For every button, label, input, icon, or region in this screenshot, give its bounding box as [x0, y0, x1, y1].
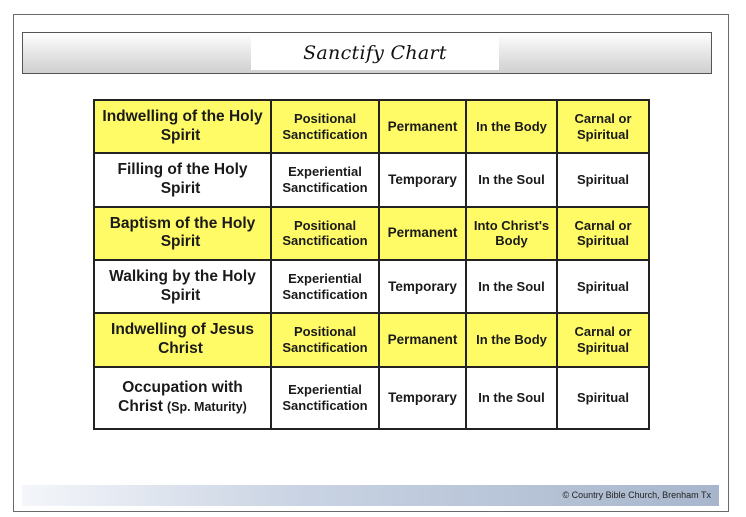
sanctification-cell: Experiential Sanctification [270, 365, 380, 431]
subject-text: Baptism of the Holy Spirit [109, 214, 256, 251]
duration-cell: Permanent [378, 98, 467, 155]
subject-cell: Indwelling of the Holy Spirit [93, 98, 272, 155]
duration-cell: Temporary [378, 365, 467, 431]
duration-cell: Temporary [378, 152, 467, 208]
condition-cell: Carnal or Spiritual [556, 98, 650, 155]
duration-cell: Permanent [378, 312, 467, 368]
condition-cell: Carnal or Spiritual [556, 205, 650, 261]
subject-cell: Baptism of the Holy Spirit [93, 205, 272, 261]
sanctification-cell: Experiential Sanctification [270, 152, 380, 208]
duration-cell: Permanent [378, 205, 467, 261]
duration-cell: Temporary [378, 258, 467, 315]
subject-text: Filling of the Holy Spirit [117, 161, 248, 197]
subject-cell: Walking by the Holy Spirit [93, 258, 272, 315]
condition-cell: Carnal or Spiritual [556, 312, 650, 368]
condition-cell: Spiritual [556, 152, 650, 208]
table-row: Filling of the Holy Spirit Experiential … [93, 152, 650, 208]
sanctify-table: Indwelling of the Holy Spirit Positional… [93, 98, 650, 431]
sanctification-cell: Positional Sanctification [270, 205, 380, 261]
table-row: Indwelling of Jesus Christ Positional Sa… [93, 312, 650, 368]
location-cell: Into Christ's Body [465, 205, 558, 261]
table-row: Walking by the Holy Spirit Experiential … [93, 258, 650, 315]
title-box: Sanctify Chart [251, 36, 499, 70]
subject-text: Walking by the Holy Spirit [109, 268, 256, 304]
sanctification-cell: Positional Sanctification [270, 98, 380, 155]
copyright-text: © Country Bible Church, Brenham Tx [562, 490, 711, 500]
location-cell: In the Soul [465, 152, 558, 208]
subject-cell: Indwelling of Jesus Christ [93, 312, 272, 368]
subject-text: Occupation with Christ [118, 379, 243, 415]
table-row: Indwelling of the Holy Spirit Positional… [93, 98, 650, 155]
subject-text: Indwelling of Jesus Christ [111, 321, 254, 357]
location-cell: In the Soul [465, 365, 558, 431]
table-row: Occupation with Christ(Sp. Maturity) Exp… [93, 365, 650, 431]
subject-note: (Sp. Maturity) [166, 399, 247, 414]
location-cell: In the Soul [465, 258, 558, 315]
footer-bar: © Country Bible Church, Brenham Tx [22, 485, 719, 506]
condition-cell: Spiritual [556, 258, 650, 315]
subject-text: Indwelling of the Holy Spirit [102, 108, 263, 144]
page-title: Sanctify Chart [303, 42, 447, 64]
subject-cell: Occupation with Christ(Sp. Maturity) [93, 365, 272, 431]
subject-cell: Filling of the Holy Spirit [93, 152, 272, 208]
title-bar: Sanctify Chart [22, 32, 712, 74]
condition-cell: Spiritual [556, 365, 650, 431]
sanctification-cell: Experiential Sanctification [270, 258, 380, 315]
location-cell: In the Body [465, 312, 558, 368]
sanctification-cell: Positional Sanctification [270, 312, 380, 368]
location-cell: In the Body [465, 98, 558, 155]
table-row: Baptism of the Holy Spirit Positional Sa… [93, 205, 650, 261]
